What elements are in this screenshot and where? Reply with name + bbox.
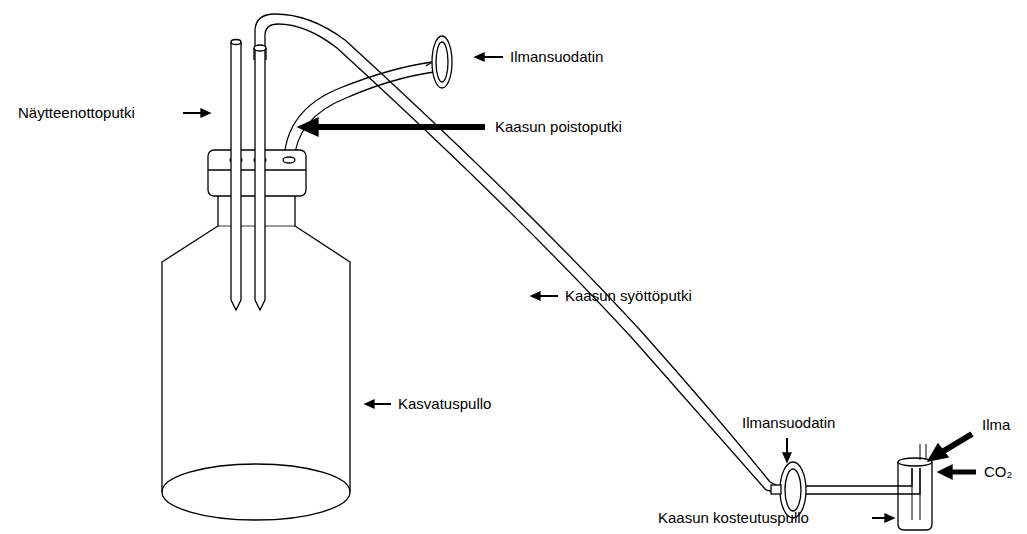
leader-arrow [183,53,976,522]
part-label: Kaasun kosteutuspullo [658,509,809,527]
air-filter [426,36,452,88]
sampling-tube [231,40,241,311]
part-label: Ilma [982,416,1010,434]
gas-feed-tube [255,14,778,493]
gas-inlet-tube [254,45,266,310]
part-label: Kaasun poistoputki [495,118,622,136]
part-label: Ilmansuodatin [510,48,603,66]
part-label: CO₂ [984,463,1012,481]
part-label: Näytteenottoputki [18,104,135,122]
part-label: Kasvatuspullo [398,395,491,413]
part-label: Kaasun syöttöputki [565,287,692,305]
humidifier-bottle [898,444,932,530]
part-label: Ilmansuodatin [742,414,835,432]
gas-exhaust-tube [284,62,434,162]
